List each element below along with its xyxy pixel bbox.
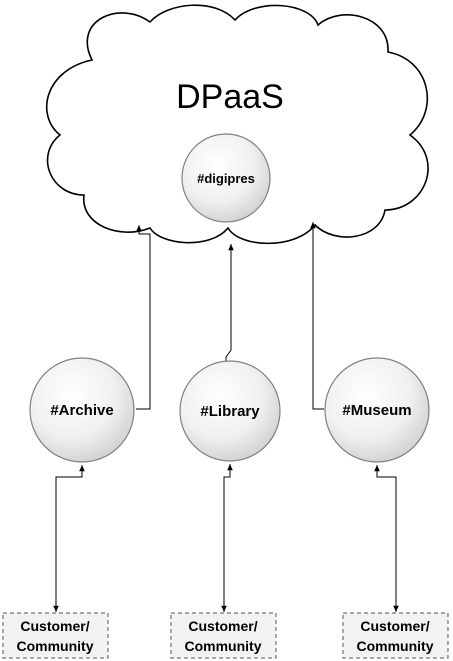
connector-customer1-archive bbox=[53, 465, 85, 612]
customer-box-2: Customer/ Community bbox=[170, 612, 277, 659]
customer-box-line2: Community bbox=[17, 638, 94, 654]
customer-box-line2: Community bbox=[357, 638, 434, 654]
connector-customer3-museum bbox=[374, 465, 399, 612]
connector-customer2-library bbox=[221, 464, 233, 612]
museum-label: #Museum bbox=[342, 402, 411, 419]
customer-box-3: Customer/ Community bbox=[342, 612, 449, 659]
library-label: #Library bbox=[200, 403, 260, 420]
customer-box-line1: Customer/ bbox=[360, 618, 429, 634]
connector-museum-cloud bbox=[310, 222, 324, 410]
connector-archive-cloud bbox=[136, 225, 151, 410]
hub-circle bbox=[181, 133, 271, 223]
node-cloud-connectors bbox=[136, 222, 324, 410]
connector-library-cloud bbox=[225, 244, 234, 362]
node-museum: #Museum bbox=[324, 357, 430, 463]
archive-circle bbox=[29, 357, 135, 463]
cloud-shape: DPaaS bbox=[45, 4, 429, 245]
hub-label: #digipres bbox=[197, 171, 255, 186]
customer-box-frame bbox=[170, 612, 277, 659]
customer-box-line1: Customer/ bbox=[188, 618, 257, 634]
archive-label: #Archive bbox=[50, 402, 113, 419]
customer-box-line2: Community bbox=[185, 638, 262, 654]
customer-box-frame bbox=[342, 612, 449, 659]
node-archive: #Archive bbox=[29, 357, 135, 463]
library-circle bbox=[179, 360, 281, 462]
customer-box-1: Customer/ Community bbox=[2, 612, 109, 659]
customer-node-connectors bbox=[53, 464, 399, 612]
customer-box-line1: Customer/ bbox=[20, 618, 89, 634]
cloud-title: DPaaS bbox=[176, 78, 284, 116]
cloud-outline bbox=[45, 4, 429, 245]
customer-box-frame bbox=[2, 612, 109, 659]
museum-circle bbox=[324, 357, 430, 463]
hub-digipres: #digipres bbox=[181, 133, 271, 223]
node-library: #Library bbox=[179, 360, 281, 462]
